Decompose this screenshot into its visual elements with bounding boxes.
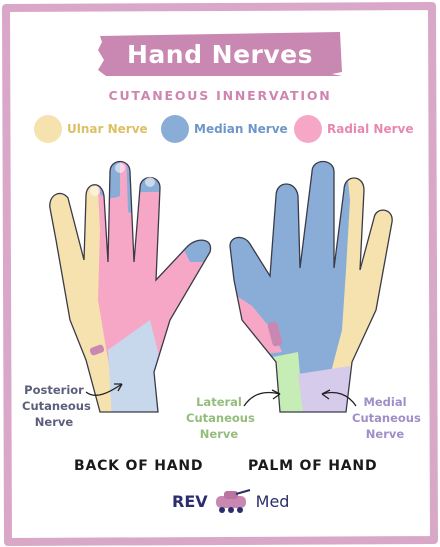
palm-lateral-region: [268, 352, 304, 412]
brand-rev-text: REV: [172, 491, 208, 511]
back-median-thumb-tip: [140, 161, 170, 192]
legend-label-radial: Radial Nerve: [327, 122, 414, 136]
title-banner: Hand Nerves: [96, 30, 344, 78]
back-posterior-region: [108, 320, 160, 412]
callout-medial: Medial Cutaneous Nerve: [352, 394, 421, 442]
callout-lateral: Lateral Cutaneous Nerve: [186, 394, 255, 442]
watch-icon: [89, 344, 105, 356]
callout-lateral-line1: Lateral: [196, 395, 242, 409]
back-of-hand: [49, 160, 212, 413]
palm-of-hand: [229, 160, 393, 413]
legend-radial: Radial Nerve: [294, 115, 414, 143]
legend-median: Median Nerve: [161, 115, 288, 143]
back-median-middle-tip: [126, 161, 140, 214]
banner-brush-shape: [98, 32, 342, 76]
subtitle: CUTANEOUS INNERVATION: [108, 88, 332, 103]
back-hand-outline: [49, 160, 212, 413]
callout-lateral-line3: Nerve: [199, 427, 239, 441]
callout-medial-line2: Cutaneous: [352, 411, 421, 425]
posterior-arrowhead: [114, 383, 123, 392]
brand-tank-icon: [215, 489, 250, 513]
legend-swatch-median: [161, 115, 189, 143]
legend-ulnar: Ulnar Nerve: [34, 115, 148, 143]
brand-med-text: Med: [255, 491, 290, 511]
callout-posterior: Posterior Cutaneous Nerve: [22, 382, 91, 430]
posterior-arrow: [85, 383, 123, 396]
back-fingernail-ring: [145, 177, 155, 187]
legend-label-median: Median Nerve: [194, 122, 288, 136]
callout-posterior-line3: Nerve: [34, 415, 74, 429]
callout-posterior-line2: Cutaneous: [22, 399, 91, 413]
back-fingernail-index: [90, 186, 100, 196]
legend-label-ulnar: Ulnar Nerve: [67, 122, 148, 136]
callout-posterior-line1: Posterior: [24, 383, 84, 397]
medial-arrowhead: [321, 389, 331, 400]
lateral-arrow: [243, 391, 281, 407]
back-fingernail-middle: [115, 163, 125, 173]
palm-hand-outline: [229, 160, 393, 413]
callout-medial-line1: Medial: [363, 395, 407, 409]
caption-palm-of-hand: PALM OF HAND: [248, 458, 378, 474]
brand-logo: REV Med: [172, 486, 289, 516]
lateral-arrowhead: [271, 389, 281, 400]
legend-swatch-radial: [294, 115, 322, 143]
caption-back-of-hand: BACK OF HAND: [74, 458, 204, 474]
medial-arrow: [321, 391, 357, 407]
page-title: Hand Nerves: [126, 39, 314, 69]
callout-medial-line3: Nerve: [365, 427, 405, 441]
callout-lateral-line2: Cutaneous: [186, 411, 255, 425]
legend-swatch-ulnar: [34, 115, 62, 143]
watch-icon: [267, 321, 283, 347]
